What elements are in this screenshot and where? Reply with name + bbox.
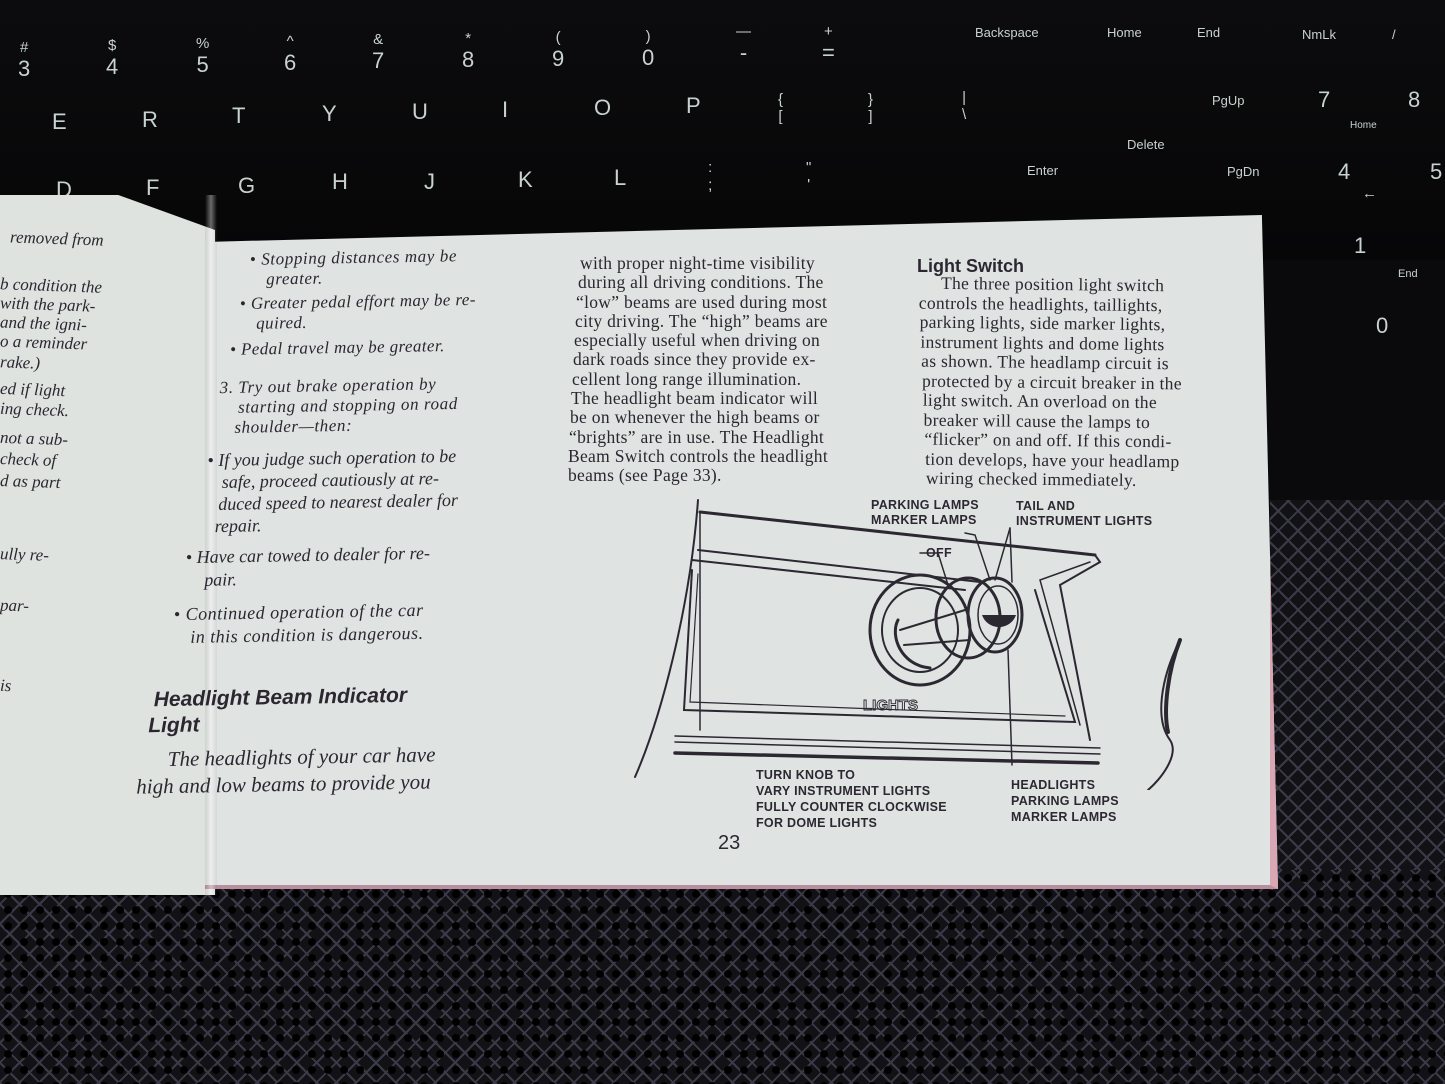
key-pgdn: PgDn — [1227, 164, 1260, 179]
key-left-bracket: {[ — [778, 91, 784, 125]
key-num7: 7 — [1318, 87, 1331, 112]
key-enter: Enter — [1027, 163, 1059, 178]
left-fragment: check of — [0, 449, 57, 470]
left-fragment: d as part — [0, 470, 61, 493]
key-num4-arrow: ← — [1362, 185, 1377, 202]
key-7: &7 — [372, 31, 385, 73]
key-9: (9 — [552, 29, 565, 71]
key-quote: "' — [806, 159, 812, 194]
key-num1: 1 — [1354, 233, 1367, 258]
key-r: R — [142, 107, 158, 132]
key-equals: += — [822, 23, 835, 65]
light-switch-description: The three position light switch controls… — [918, 272, 1182, 490]
key-backspace: Backspace — [975, 25, 1039, 40]
section-heading-light-switch: Light Switch — [917, 256, 1024, 276]
key-numlock: NmLk — [1302, 27, 1336, 42]
left-fragment: ully re- — [0, 544, 50, 565]
key-6: ^6 — [284, 33, 297, 75]
key-k: K — [518, 167, 533, 192]
key-num7-home: Home — [1350, 120, 1377, 131]
key-j: J — [424, 169, 435, 194]
key-num0: 0 — [1376, 313, 1389, 338]
key-end: End — [1197, 25, 1221, 40]
left-page — [0, 195, 215, 895]
key-y: Y — [322, 101, 337, 126]
label-off: OFF — [926, 546, 952, 560]
label-turn-knob: TURN KNOB TO VARY INSTRUMENT LIGHTS FULL… — [756, 768, 947, 830]
bullet-pedal-effort: • Greater pedal effort may be re- quired… — [239, 289, 476, 333]
key-u: U — [412, 99, 428, 124]
key-f: F — [146, 175, 160, 200]
key-4: $4 — [106, 37, 119, 79]
mesh-mat — [0, 870, 1445, 1084]
left-fragment: is — [0, 675, 12, 696]
bullet-judge-operation: • If you judge such operation to be safe… — [207, 445, 459, 537]
left-fragment: par- — [0, 595, 30, 616]
key-0: )0 — [642, 28, 655, 70]
left-fragment: rake.) — [0, 352, 41, 373]
key-home: Home — [1107, 25, 1142, 40]
key-num1-end: End — [1398, 268, 1418, 280]
key-5: %5 — [196, 35, 210, 77]
right-page — [205, 215, 1278, 889]
bullet-continued-operation: • Continued operation of the car in this… — [173, 599, 424, 647]
label-tail-instrument: TAIL AND INSTRUMENT LIGHTS — [1016, 499, 1153, 528]
page-gutter — [205, 195, 217, 895]
key-pgup: PgUp — [1212, 93, 1245, 108]
key-i: I — [502, 97, 509, 122]
key-num8: 8 — [1408, 87, 1421, 112]
key-l: L — [614, 165, 627, 190]
left-fragment: removed from — [9, 227, 104, 250]
step-3-try-brakes: 3. Try out brake operation by starting a… — [219, 374, 458, 437]
key-semicolon: :; — [708, 159, 713, 194]
left-fragment: not a sub- — [0, 427, 69, 450]
section-heading-beam-indicator: Headlight Beam Indicator Light — [148, 683, 408, 738]
left-fragment: o a reminder — [0, 331, 88, 354]
bullet-tow-car: • Have car towed to dealer for re- pair. — [185, 542, 431, 590]
key-8: *8 — [462, 30, 475, 72]
key-num5: 5 — [1430, 159, 1443, 184]
key-e: E — [52, 109, 67, 134]
bullet-pedal-travel: • Pedal travel may be greater. — [229, 336, 445, 359]
key-num4: 4 — [1338, 159, 1351, 184]
mesh-mat-right — [1270, 500, 1445, 900]
beam-indicator-intro: The headlights of your car have high and… — [136, 742, 436, 799]
key-minus: —- — [736, 23, 751, 65]
key-slash: / — [1392, 27, 1396, 42]
key-3: #3 — [18, 39, 31, 81]
manual-booklet — [0, 195, 1278, 895]
keyboard: #3 $4 %5 ^6 &7 *8 (9 )0 —- += Backspace … — [0, 0, 1445, 260]
beam-description: with proper night-time visibility during… — [568, 253, 829, 486]
key-o: O — [594, 95, 612, 120]
key-p: P — [686, 93, 701, 118]
key-h: H — [332, 169, 348, 194]
lights-panel-label: LIGHTS — [863, 697, 918, 714]
left-fragment: ing check. — [0, 398, 70, 421]
light-switch-diagram: LIGHTS — [634, 499, 1182, 790]
bullet-stopping-distance: • Stopping distances may be greater. — [249, 246, 458, 289]
label-parking-marker-lamps: PARKING LAMPS MARKER LAMPS — [871, 498, 979, 527]
left-fragment: ed if light — [0, 378, 66, 401]
label-headlights: HEADLIGHTS PARKING LAMPS MARKER LAMPS — [1011, 778, 1119, 824]
key-g: G — [238, 173, 256, 198]
key-delete: Delete — [1127, 137, 1165, 152]
key-t: T — [232, 103, 246, 128]
key-backslash: |\ — [962, 89, 967, 123]
key-right-bracket: }] — [868, 91, 874, 125]
page-number: 23 — [718, 832, 741, 854]
